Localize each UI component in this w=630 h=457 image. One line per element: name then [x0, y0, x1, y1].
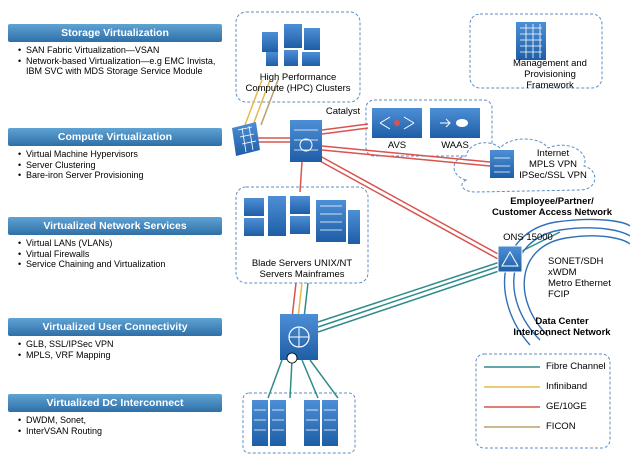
list-item: GLB, SSL/IPSec VPN — [18, 339, 222, 350]
panel-list: Virtual LANs (VLANs) Virtual Firewalls S… — [8, 238, 222, 270]
hpc-group-box — [235, 11, 361, 103]
sonet-label: SONET/SDH xWDM Metro Ethernet FCIP — [548, 256, 611, 300]
catalyst-label: Catalyst — [325, 106, 361, 117]
legend-label-infiniband: Infiniband — [546, 381, 588, 392]
waas-appliance-icon — [430, 108, 480, 138]
panel-list: GLB, SSL/IPSec VPN MPLS, VRF Mapping — [8, 339, 222, 360]
panel-title: Virtualized User Connectivity — [8, 318, 222, 336]
blade-servers-icon — [244, 196, 360, 244]
ons-label: ONS 15000 — [503, 232, 553, 243]
hpc-label: High Performance Compute (HPC) Clusters — [245, 72, 351, 94]
legend-label-ficon: FICON — [546, 421, 576, 432]
sonet-ring — [503, 218, 630, 346]
list-item: DWDM, Sonet, — [18, 415, 222, 426]
panel-storage-virtualization: Storage Virtualization SAN Fabric Virtua… — [8, 24, 222, 77]
ons-15000-icon — [497, 245, 523, 273]
panel-compute-virtualization: Compute Virtualization Virtual Machine H… — [8, 128, 222, 181]
legend-box — [475, 353, 611, 449]
list-item: MPLS, VRF Mapping — [18, 350, 222, 361]
list-item: Service Chaining and Virtualization — [18, 259, 222, 270]
avs-label: AVS — [387, 140, 407, 151]
panel-list: SAN Fabric Virtualization—VSAN Network-b… — [8, 45, 222, 77]
access-network-label: Employee/Partner/ Customer Access Networ… — [491, 196, 613, 218]
panel-title: Virtualized DC Interconnect — [8, 394, 222, 412]
list-item: InterVSAN Routing — [18, 426, 222, 437]
management-server-icon — [516, 22, 546, 60]
legend-label-ge-10ge: GE/10GE — [546, 401, 587, 412]
legend-label-fibre-channel: Fibre Channel — [546, 361, 606, 372]
panel-virtualized-network-services: Virtualized Network Services Virtual LAN… — [8, 217, 222, 270]
dci-label: Data Center Interconnect Network — [513, 316, 611, 338]
core-switch-icon — [280, 314, 318, 364]
catalyst-switch-icon — [290, 120, 322, 162]
blade-servers-label: Blade Servers UNIX/NT Servers Mainframes — [251, 258, 353, 280]
panel-virtualized-user-connectivity: Virtualized User Connectivity GLB, SSL/I… — [8, 318, 222, 360]
mgmt-label: Management and Provisioning Framework — [513, 58, 587, 91]
storage-arrays-icon — [252, 400, 338, 446]
mgmt-group-box — [469, 13, 603, 89]
list-item: SAN Fabric Virtualization—VSAN — [18, 45, 222, 56]
hpc-servers-icon — [262, 24, 320, 66]
list-item: Network-based Virtualization—e.g EMC Inv… — [18, 56, 222, 77]
list-item: Virtual LANs (VLANs) — [18, 238, 222, 249]
list-item: Server Clustering — [18, 160, 222, 171]
storage-group-box — [242, 392, 356, 454]
avs-appliance-icon — [372, 108, 422, 138]
panel-virtualized-dc-interconnect: Virtualized DC Interconnect DWDM, Sonet,… — [8, 394, 222, 436]
list-item: Bare-iron Server Provisioning — [18, 170, 222, 181]
internet-router-icon — [490, 150, 514, 178]
panel-title: Storage Virtualization — [8, 24, 222, 42]
panel-title: Virtualized Network Services — [8, 217, 222, 235]
connections — [244, 79, 561, 399]
waas-label: WAAS — [441, 140, 469, 151]
access-network-cloud — [453, 138, 596, 193]
list-item: Virtual Firewalls — [18, 249, 222, 260]
panel-title: Compute Virtualization — [8, 128, 222, 146]
panel-list: DWDM, Sonet, InterVSAN Routing — [8, 415, 222, 436]
list-item: Virtual Machine Hypervisors — [18, 149, 222, 160]
grid-switch-icon — [232, 122, 260, 156]
internet-label: Internet MPLS VPN IPSec/SSL VPN — [519, 148, 587, 181]
panel-list: Virtual Machine Hypervisors Server Clust… — [8, 149, 222, 181]
